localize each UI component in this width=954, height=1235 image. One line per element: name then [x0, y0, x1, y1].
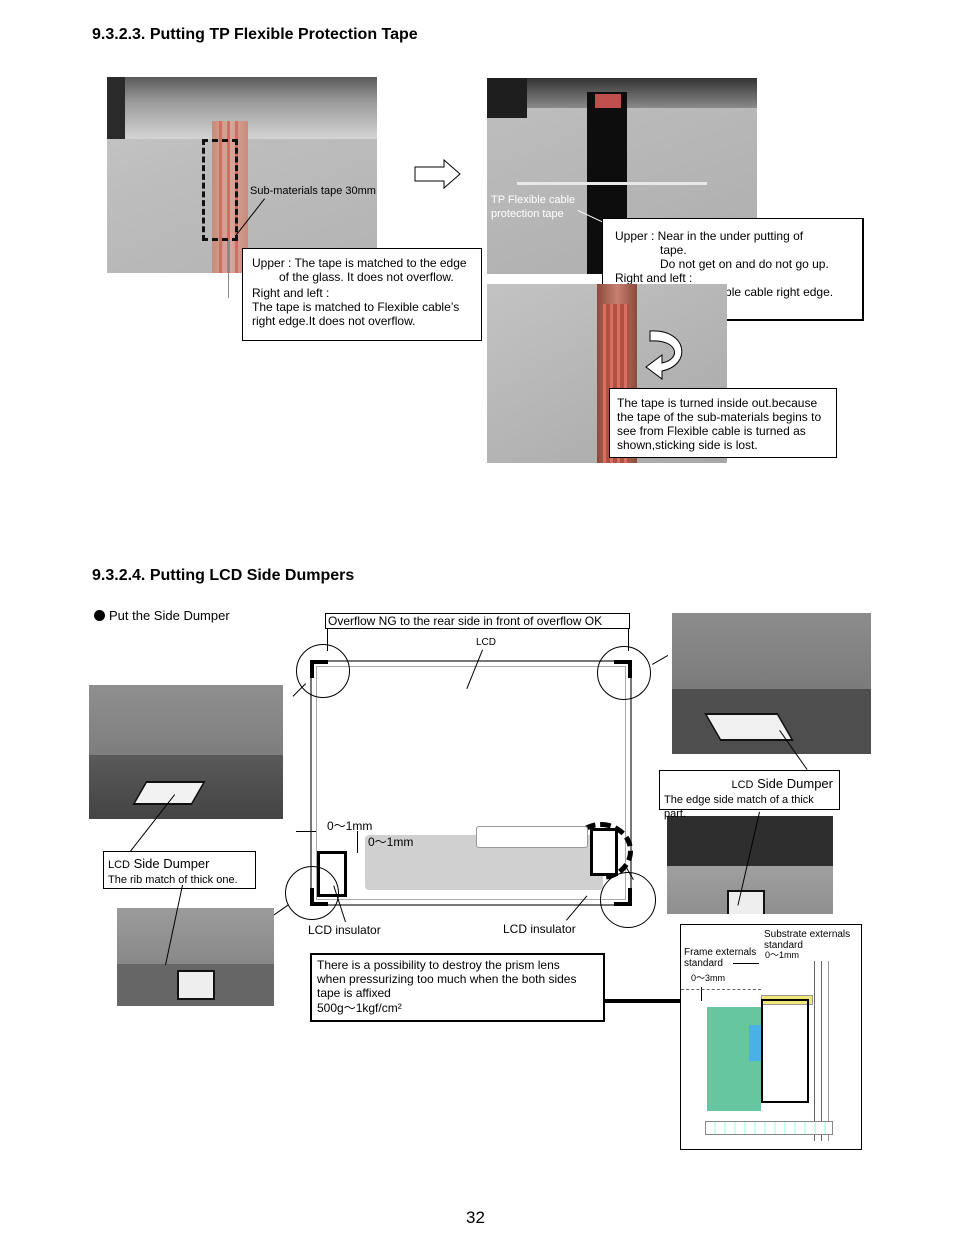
detail-circle-br — [600, 872, 656, 928]
photo-corner-right-top — [672, 613, 871, 754]
insulator-label-right: LCD insulator — [503, 922, 576, 936]
overflow-leader-right — [628, 629, 629, 651]
warning-line1: There is a possibility to destroy the pr… — [317, 958, 560, 972]
photo-corner-left-bottom — [117, 908, 274, 1006]
detail-frame-line — [814, 961, 822, 1141]
warning-line3: tape is affixed — [317, 986, 391, 1000]
dumper-right-title: Side Dumper — [753, 776, 833, 791]
dim-line-a — [296, 831, 316, 832]
note-right-line1: Upper : Near in the under putting of — [615, 229, 804, 243]
dumper-note-right: LCD Side Dumper The edge side match of a… — [659, 770, 840, 820]
dumper-left-title: Side Dumper — [130, 856, 210, 871]
section-heading-tp-tape: 9.3.2.3. Putting TP Flexible Protection … — [92, 26, 418, 43]
dim-label-a: 0～1mm — [327, 819, 373, 833]
photo-tape-after-top — [487, 78, 757, 274]
detail-circle-tl — [296, 644, 350, 698]
tp-protection-label-1: TP Flexible cable — [491, 194, 576, 206]
tp-protection-label-2: protection tape — [491, 208, 564, 220]
dumper-note-left: LCD Side Dumper The rib match of thick o… — [103, 851, 256, 889]
note-right-line4: Right and left : — [615, 271, 693, 285]
detail-drawing: Substrate externals standard 0～1mm Frame… — [680, 924, 862, 1150]
dim-line-b — [357, 831, 358, 853]
lcd-frame-inner — [316, 666, 626, 900]
detail-frame-line2 — [824, 961, 829, 1141]
note-left-line1: Upper : The tape is matched to the edge — [252, 256, 467, 270]
note-left-line2: of the glass. It does not overflow. — [279, 270, 454, 284]
insulator-bracket-left — [317, 851, 347, 897]
note-box-turned: The tape is turned inside out.because th… — [609, 388, 837, 458]
detail-blue-strip — [749, 1025, 761, 1061]
right-arrow-icon — [414, 158, 461, 190]
note-turned-line1: The tape is turned inside out.because — [617, 396, 818, 410]
insulator-label-left: LCD insulator — [308, 923, 381, 937]
detail-circle-tr — [597, 646, 651, 700]
note-left-line5: right edge.It does not overflow. — [252, 314, 416, 328]
turn-arrow-icon — [645, 330, 683, 380]
bullet-icon — [94, 610, 105, 621]
lcd-inner-tab — [476, 826, 588, 848]
warning-line4: 500g～1kgf/cm² — [317, 1001, 402, 1015]
lcd-frame-outer — [310, 660, 632, 906]
detail-circle-bl — [285, 866, 339, 920]
detail-bracket — [761, 999, 809, 1103]
arrow-tr — [652, 655, 669, 665]
note-turned-line4: shown,sticking side is lost. — [617, 438, 758, 452]
page-number: 32 — [466, 1208, 485, 1227]
dumper-left-desc: The rib match of thick one. — [108, 874, 238, 886]
section-heading-side-dumpers: 9.3.2.4. Putting LCD Side Dumpers — [92, 567, 355, 584]
note-turned-line2: the tape of the sub-materials begins to — [617, 410, 822, 424]
warning-line2: when pressurizing too much when the both… — [317, 972, 577, 986]
frame-label: Frame externals standard — [684, 947, 757, 969]
photo-corner-right-bottom — [667, 816, 833, 914]
note-left-leader — [228, 240, 229, 298]
insulator-bracket-right — [590, 828, 618, 876]
photo-tape-before — [107, 77, 377, 273]
detail-dashed-line — [681, 989, 761, 990]
sub-materials-label: Sub-materials tape 30mm — [250, 185, 376, 197]
dim-label-b: 0～1mm — [368, 835, 414, 849]
substrate-dim: 0～1mm — [765, 950, 800, 960]
arrow-bl — [273, 904, 289, 916]
overflow-label: Overflow NG to the rear side in front of… — [325, 613, 630, 629]
overflow-text: Overflow NG to the rear side in front of… — [328, 614, 603, 628]
lcd-label: LCD — [476, 637, 497, 648]
dumper-right-desc: The edge side match of a thick part. — [664, 794, 814, 820]
note-right-line2: tape. — [660, 243, 687, 257]
substrate-label: Substrate externals standard — [764, 929, 851, 951]
dumper-left-prefix: LCD — [108, 859, 131, 871]
bullet-text: Put the Side Dumper — [109, 608, 230, 623]
substrate-dim-arrow — [733, 963, 759, 964]
note-left-line4: The tape is matched to Flexible cable’s — [252, 300, 460, 314]
overflow-leader-left — [327, 629, 328, 651]
note-box-left: Upper : The tape is matched to the edge … — [242, 248, 482, 341]
frame-dim: 0～3mm — [691, 973, 726, 983]
note-left-line3: Right and left : — [252, 286, 330, 300]
warning-box: There is a possibility to destroy the pr… — [310, 953, 605, 1022]
note-turned-line3: see from Flexible cable is turned as — [617, 424, 806, 438]
note-right-line3: Do not get on and do not go up. — [660, 257, 829, 271]
dumper-right-prefix: LCD — [731, 779, 754, 791]
frame-dim-arrow — [701, 987, 702, 1001]
detail-bottom-rail — [705, 1121, 833, 1135]
photo-corner-left-top — [89, 685, 283, 819]
